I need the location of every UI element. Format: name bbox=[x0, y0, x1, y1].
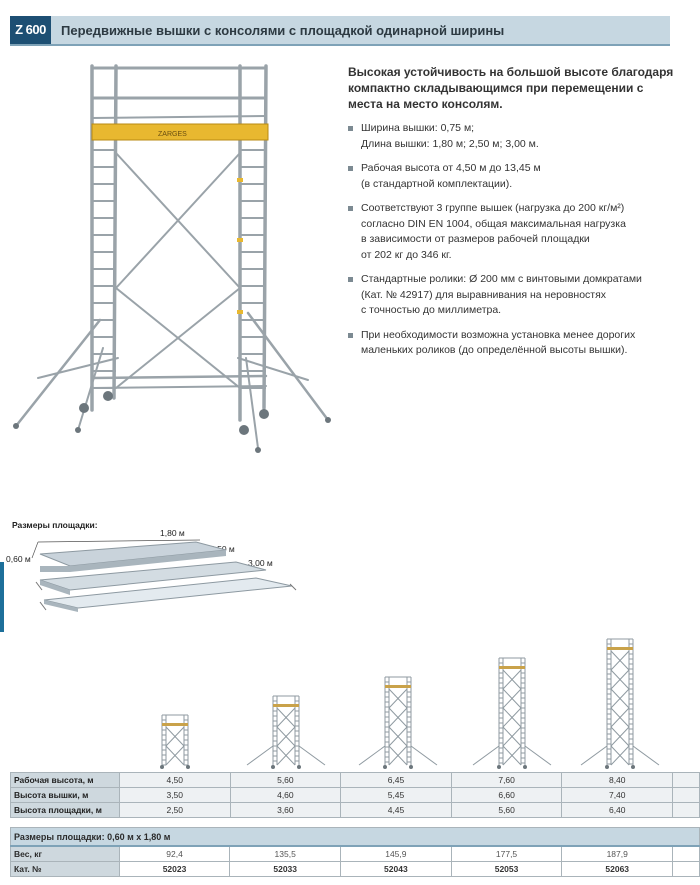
feature-item: Рабочая высота от 4,50 м до 13,45 м (в с… bbox=[348, 161, 683, 192]
table-row: Кат. № 52023 52033 52043 52053 52063 bbox=[10, 861, 700, 877]
table-row: Рабочая высота, м 4,50 5,60 6,45 7,60 8,… bbox=[10, 772, 700, 788]
table-cell: 5,60 bbox=[229, 772, 342, 788]
table-row: Вес, кг 92,4 135,5 145,9 177,5 187,9 bbox=[10, 845, 700, 862]
table-cell: 3,50 bbox=[118, 787, 231, 803]
feature-text: Рабочая высота от 4,50 м до 13,45 м (в с… bbox=[361, 162, 541, 190]
brand-logo: ZARGES bbox=[158, 131, 187, 138]
table-cell bbox=[672, 787, 700, 803]
bullet-icon bbox=[348, 206, 353, 211]
tower-variant bbox=[246, 695, 326, 769]
platform-width-label: 0,60 м bbox=[6, 554, 31, 564]
table-cell: 4,45 bbox=[340, 802, 452, 818]
row-label: Рабочая высота, м bbox=[10, 772, 120, 788]
table-cell: 7,60 bbox=[450, 772, 563, 788]
tower-variants-illustration bbox=[160, 638, 660, 769]
model-badge: Z 600 bbox=[10, 16, 51, 44]
table-header-row: Размеры площадки: 0,60 м x 1,80 м bbox=[10, 827, 700, 847]
feature-item: Ширина вышки: 0,75 м; Длина вышки: 1,80 … bbox=[348, 121, 683, 152]
bullet-icon bbox=[348, 166, 353, 171]
table-cell: 6,60 bbox=[450, 787, 563, 803]
tower-variant bbox=[358, 676, 438, 769]
table-cell: 3,60 bbox=[229, 802, 342, 818]
table-cell: 177,5 bbox=[450, 845, 563, 862]
feature-item: При необходимости возможна установка мен… bbox=[348, 328, 683, 359]
feature-item: Соответствуют 3 группе вышек (нагрузка д… bbox=[348, 201, 683, 263]
bullet-icon bbox=[348, 126, 353, 131]
tower-variant bbox=[160, 714, 190, 769]
table-cell: 187,9 bbox=[561, 845, 674, 862]
table-cell: 4,50 bbox=[118, 772, 231, 788]
feature-text: Ширина вышки: 0,75 м; Длина вышки: 1,80 … bbox=[361, 122, 539, 150]
table-cell bbox=[672, 772, 700, 788]
section-header: Z 600 Передвижные вышки с консолями с пл… bbox=[10, 16, 670, 46]
table-cell bbox=[672, 845, 700, 862]
table-cell: 52023 bbox=[118, 861, 231, 877]
bullet-icon bbox=[348, 277, 353, 282]
section-title: Передвижные вышки с консолями с площадко… bbox=[61, 23, 505, 38]
table-cell: 52053 bbox=[450, 861, 563, 877]
table-row: Высота вышки, м 3,50 4,60 5,45 6,60 7,40 bbox=[10, 787, 700, 803]
table-cell: 92,4 bbox=[118, 845, 231, 862]
feature-text: Соответствуют 3 группе вышек (нагрузка д… bbox=[361, 202, 626, 261]
table-row: Высота площадки, м 2,50 3,60 4,45 5,60 6… bbox=[10, 802, 700, 818]
table-cell: 5,45 bbox=[340, 787, 452, 803]
intro-text: Высокая устойчивость на большой высоте б… bbox=[348, 65, 674, 111]
platform-sizes-title: Размеры площадки: bbox=[12, 520, 98, 530]
table-cell bbox=[672, 861, 700, 877]
row-label: Вес, кг bbox=[10, 845, 120, 862]
table-cell: 52063 bbox=[561, 861, 674, 877]
bullet-icon bbox=[348, 332, 353, 338]
table-cell: 135,5 bbox=[229, 845, 342, 862]
side-accent-bar bbox=[0, 562, 4, 632]
feature-text: Стандартные ролики: Ø 200 мм с винтовыми… bbox=[361, 273, 642, 316]
table-cell: 6,40 bbox=[561, 802, 674, 818]
row-label: Кат. № bbox=[10, 861, 120, 877]
scaffold-hero-image: ZARGES bbox=[13, 64, 331, 453]
row-label: Высота площадки, м bbox=[10, 802, 120, 818]
table-cell: 7,40 bbox=[561, 787, 674, 803]
tower-variant bbox=[472, 657, 552, 769]
table-cell: 4,60 bbox=[229, 787, 342, 803]
feature-item: Стандартные ролики: Ø 200 мм с винтовыми… bbox=[348, 272, 683, 319]
row-label: Высота вышки, м bbox=[10, 787, 120, 803]
platform-length-1: 1,80 м bbox=[160, 528, 185, 538]
table-cell: 5,60 bbox=[450, 802, 563, 818]
table-cell: 2,50 bbox=[118, 802, 231, 818]
spec-table: Рабочая высота, м 4,50 5,60 6,45 7,60 8,… bbox=[10, 772, 700, 818]
tower-variant bbox=[580, 638, 660, 769]
table-cell: 145,9 bbox=[340, 845, 452, 862]
table-cell: 8,40 bbox=[561, 772, 674, 788]
table-cell bbox=[672, 802, 700, 818]
table-cell: 6,45 bbox=[340, 772, 452, 788]
table-cell: 52043 bbox=[340, 861, 452, 877]
feature-list: Ширина вышки: 0,75 м; Длина вышки: 1,80 … bbox=[348, 121, 683, 368]
table-header: Размеры площадки: 0,60 м x 1,80 м bbox=[10, 827, 700, 847]
table-cell: 52033 bbox=[229, 861, 342, 877]
spec-table-platform: Размеры площадки: 0,60 м x 1,80 м Вес, к… bbox=[10, 827, 700, 877]
platform-length-3: 3,00 м bbox=[248, 558, 273, 568]
platform-sizes-diagram: Размеры площадки: 0,60 м 1,80 м 2,50 м 3… bbox=[6, 520, 297, 612]
feature-text: При необходимости возможна установка мен… bbox=[361, 328, 636, 357]
